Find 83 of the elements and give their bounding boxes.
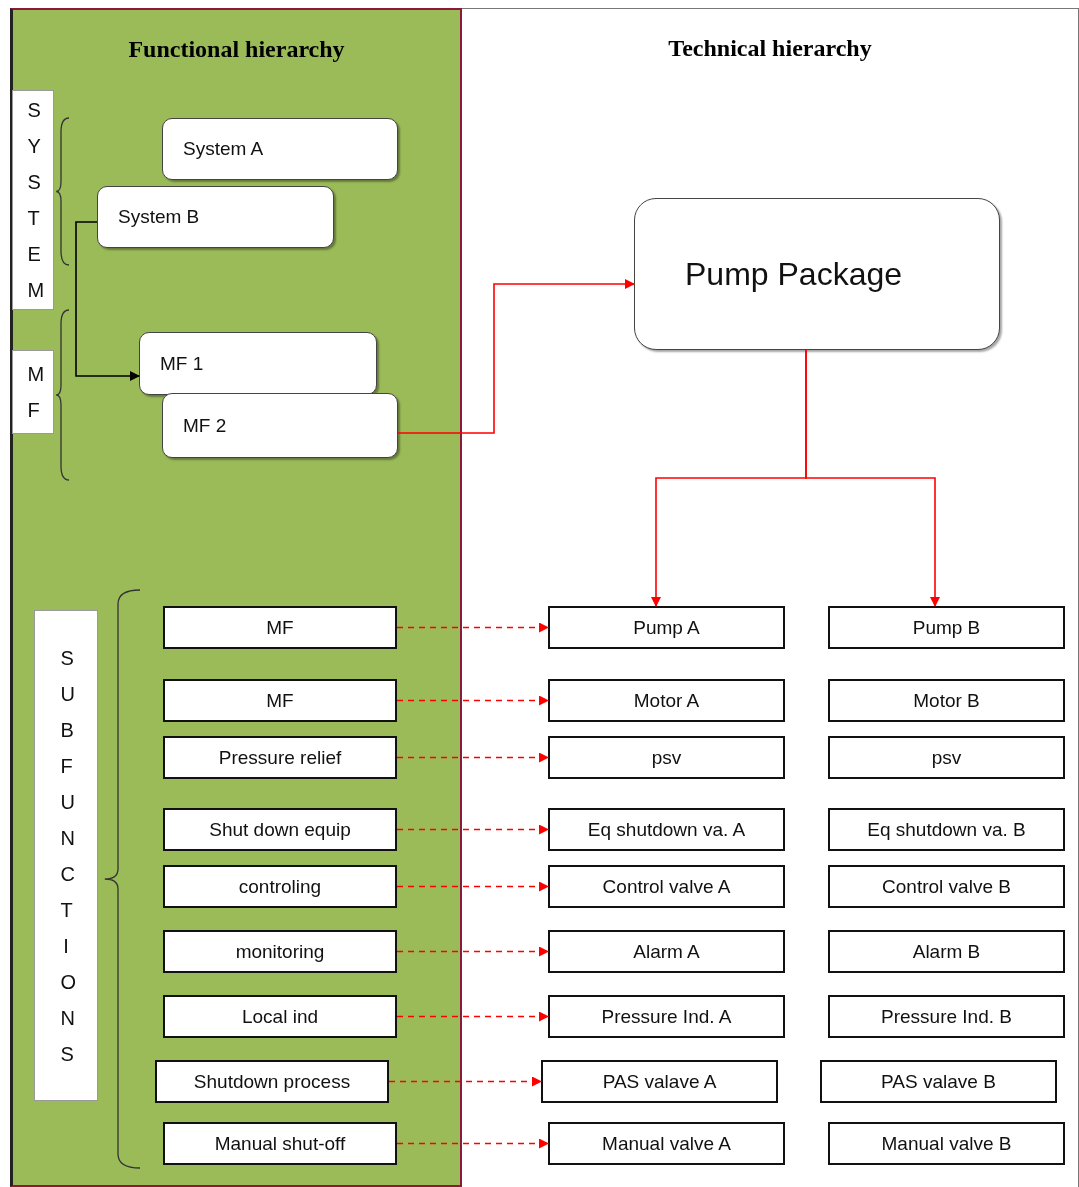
item-box — [828, 606, 1065, 649]
item-box — [828, 995, 1065, 1038]
item-box — [548, 995, 785, 1038]
dashed-arrow — [396, 622, 549, 633]
box-label: Motor B — [913, 689, 980, 712]
dashed-arrow — [388, 1076, 542, 1087]
dashed-arrow — [396, 824, 549, 835]
box-label: monitoring — [235, 940, 325, 963]
box-label: Alarm A — [633, 940, 700, 963]
panel-heading: Technical hierarchy — [667, 35, 873, 62]
box-label: MF — [266, 689, 294, 712]
rounded-box — [139, 332, 377, 395]
item-box — [163, 808, 397, 851]
rounded-box — [162, 393, 398, 458]
box-label: controling — [238, 875, 322, 898]
item-box — [828, 808, 1065, 851]
box-label: Manual valve B — [881, 1132, 1012, 1155]
box-label: MF 1 — [160, 352, 204, 375]
item-box — [828, 736, 1065, 779]
dashed-arrow — [396, 695, 549, 706]
box-label: Pressure Ind. B — [881, 1005, 1012, 1028]
box-label: Motor A — [633, 689, 700, 712]
level-label-box — [12, 350, 54, 434]
box-label: Alarm B — [912, 940, 981, 963]
arrow — [75, 221, 140, 381]
box-label: PAS valave B — [881, 1070, 996, 1093]
dashed-arrow — [396, 752, 549, 763]
box-label: System B — [118, 206, 200, 228]
arrow — [397, 279, 635, 434]
item-box — [548, 1122, 785, 1165]
item-box — [548, 930, 785, 973]
item-box — [163, 679, 397, 722]
box-label: MF — [266, 616, 294, 639]
hierarchy-panel — [10, 8, 462, 1187]
level-label-box — [12, 90, 54, 310]
rounded-box — [162, 118, 398, 180]
item-box — [163, 995, 397, 1038]
box-label: Shutdown process — [193, 1070, 351, 1093]
item-box — [828, 679, 1065, 722]
box-label: System A — [183, 138, 264, 160]
box-label: Pump Package — [685, 255, 902, 293]
box-label: psv — [651, 746, 682, 769]
item-box — [163, 865, 397, 908]
box-label: Eq shutdown va. B — [867, 818, 1026, 841]
box-label: Shut down equip — [209, 818, 351, 841]
level-label-box — [34, 610, 98, 1101]
box-label: Manual valve A — [602, 1132, 731, 1155]
box-label: Control valve A — [602, 875, 731, 898]
rounded-box — [97, 186, 334, 248]
item-box — [828, 1122, 1065, 1165]
item-box — [163, 1122, 397, 1165]
dashed-arrow — [396, 881, 549, 892]
item-box — [155, 1060, 389, 1103]
package-box — [634, 198, 1000, 350]
item-box — [163, 606, 397, 649]
item-box — [548, 808, 785, 851]
item-box — [548, 606, 785, 649]
dashed-arrow — [396, 1138, 549, 1149]
box-label: MF 2 — [183, 414, 227, 437]
box-label: Pressure relief — [218, 746, 342, 769]
box-label: Manual shut-off — [214, 1132, 346, 1155]
item-box — [541, 1060, 778, 1103]
box-label: psv — [931, 746, 962, 769]
item-box — [548, 736, 785, 779]
box-label: Eq shutdown va. A — [587, 818, 746, 841]
item-box — [163, 930, 397, 973]
dashed-arrow — [396, 1011, 549, 1022]
box-label: Local ind — [241, 1005, 319, 1028]
item-box — [828, 930, 1065, 973]
item-box — [548, 679, 785, 722]
item-box — [163, 736, 397, 779]
item-box — [820, 1060, 1057, 1103]
hierarchy-area — [462, 8, 1079, 1187]
dashed-arrow — [396, 946, 549, 957]
box-label: Pump A — [633, 616, 700, 639]
panel-heading: Functional hierarchy — [127, 36, 346, 63]
item-box — [548, 865, 785, 908]
box-label: Pump B — [912, 616, 981, 639]
item-box — [828, 865, 1065, 908]
box-label: PAS valave A — [602, 1070, 717, 1093]
box-label: Control valve B — [882, 875, 1011, 898]
arrow — [805, 349, 940, 607]
box-label: Pressure Ind. A — [601, 1005, 732, 1028]
